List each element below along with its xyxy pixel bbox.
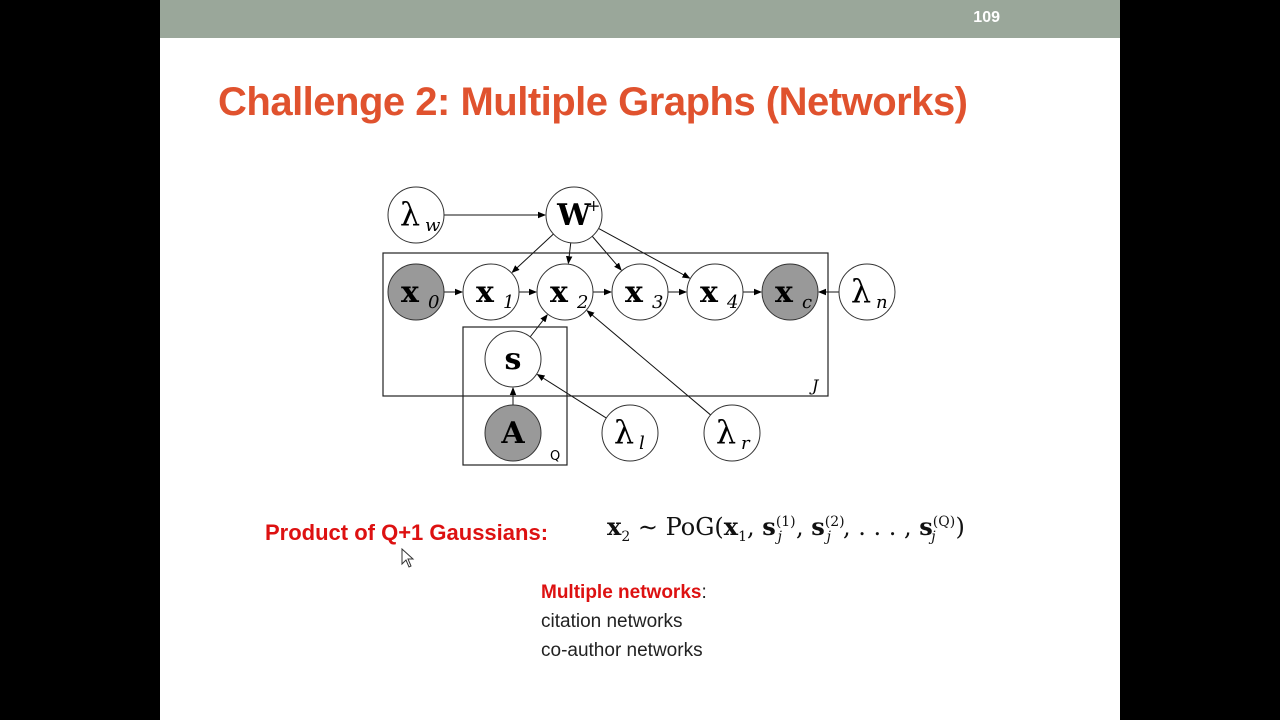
node-label: λ [400, 195, 420, 233]
node-A: A [484, 404, 542, 462]
node-circle [611, 263, 669, 321]
node-superscript: + [587, 196, 600, 215]
network-item-citation: citation networks [541, 611, 683, 632]
plate-q-label: Q [550, 449, 560, 464]
node-label: λ [716, 413, 736, 451]
formula-s2: s [811, 512, 825, 541]
node-circle [484, 404, 542, 462]
node-label: x [401, 275, 420, 310]
formula-x: x [607, 512, 622, 541]
node-label: s [505, 342, 522, 377]
edge-s-to-x2 [529, 314, 548, 338]
networks-note: Multiple networks: citation networks co-… [541, 578, 707, 665]
node-circle [838, 263, 896, 321]
node-subscript: 2 [576, 292, 588, 313]
node-label: x [476, 275, 495, 310]
node-label: W [556, 198, 592, 233]
formula-s2-sub: j [826, 528, 831, 545]
formula-sq-sup: (Q) [932, 514, 956, 530]
formula-sq: s [919, 512, 933, 541]
node-subscript: l [639, 433, 645, 454]
networks-colon: : [701, 582, 707, 603]
pog-label: Product of Q+1 Gaussians: [265, 520, 549, 545]
node-label: A [500, 416, 525, 451]
node-s: s [484, 330, 542, 388]
formula-sep: , [747, 513, 763, 541]
node-circle [703, 404, 761, 462]
node-label: λ [614, 413, 634, 451]
slide-title: Challenge 2: Multiple Graphs (Networks) [218, 80, 968, 124]
mouse-cursor-icon [401, 548, 415, 568]
node-circle [686, 263, 744, 321]
node-circle [462, 263, 520, 321]
formula-tilde: ∼ [637, 513, 658, 541]
node-subscript: r [741, 433, 751, 454]
formula-close: ) [955, 513, 965, 541]
network-item-coauthor: co-author networks [541, 640, 703, 661]
formula-s1-sub: j [777, 528, 782, 545]
formula-x-sub: 2 [621, 528, 631, 545]
formula-arg-x-sub: 1 [738, 528, 748, 545]
networks-title: Multiple networks [541, 582, 702, 603]
formula-sq-sub: j [931, 528, 936, 545]
node-circle [387, 263, 445, 321]
pog-formula: x2 ∼ PoG(x1, s(1)j, s(2)j, . . . , s(Q)j… [607, 512, 965, 545]
node-label: x [775, 275, 794, 310]
node-circle [761, 263, 819, 321]
slide-number: 109 [973, 9, 1000, 26]
node-circle [387, 186, 445, 244]
plate-q [462, 326, 568, 466]
node-subscript: 0 [428, 292, 439, 313]
formula-s1: s [762, 512, 776, 541]
formula-s2-sup: (2) [824, 514, 845, 530]
formula-sep2: , [796, 513, 812, 541]
node-circle [601, 404, 659, 462]
node-label: x [700, 275, 719, 310]
node-label: x [550, 275, 569, 310]
node-label: λ [851, 272, 871, 310]
slide: 109 Challenge 2: Multiple Graphs (Networ… [160, 0, 1120, 720]
formula-pog: PoG( [665, 513, 724, 541]
formula-dots: , . . . , [842, 513, 920, 541]
node-subscript: n [876, 292, 888, 313]
node-circle [484, 330, 542, 388]
slide-top-bar: 109 [160, 0, 1120, 38]
formula-arg-x: x [723, 512, 739, 541]
node-circle [545, 186, 603, 244]
node-subscript: 3 [652, 292, 663, 313]
node-subscript: 4 [726, 292, 738, 313]
node-circle [536, 263, 594, 321]
pog-row: Product of Q+1 Gaussians: x2 ∼ PoG(x1, s… [265, 510, 1065, 560]
formula-s1-sup: (1) [775, 514, 796, 530]
plate-j-label: J [809, 376, 820, 395]
plate-j [382, 252, 829, 397]
node-W-plus: W+ [545, 186, 603, 244]
node-subscript: w [425, 215, 441, 236]
edge-lambda_r-to-x2 [586, 310, 711, 416]
node-subscript: 1 [503, 292, 514, 313]
node-subscript: c [802, 292, 812, 313]
node-label: x [625, 275, 644, 310]
